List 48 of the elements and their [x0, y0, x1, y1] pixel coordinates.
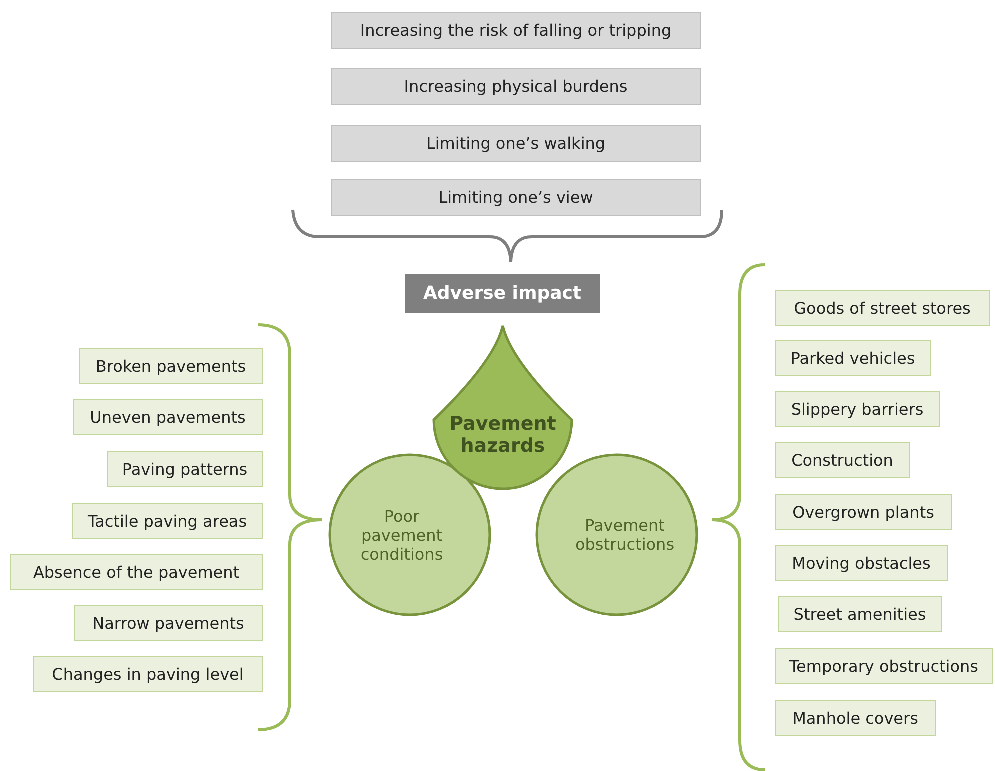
node-label: Parked vehicles: [790, 348, 916, 368]
hazard-box: [775, 494, 952, 530]
node-label: Uneven pavements: [90, 408, 246, 426]
hazard-box: [775, 700, 936, 736]
impact-box: [331, 179, 701, 216]
hazard-box: [775, 290, 990, 326]
hazard-box: [73, 399, 263, 435]
node-label: Moving obstacles: [792, 554, 931, 572]
impact-box: [331, 125, 701, 162]
node-label: Narrow pavements: [92, 614, 244, 632]
hazard-box: [33, 656, 263, 692]
node-label: Manhole covers: [792, 708, 918, 728]
node-label: Overgrown plants: [792, 502, 934, 522]
impact-box: [331, 12, 701, 49]
node-label: Slippery barriers: [791, 400, 924, 418]
category-circle: [535, 453, 699, 617]
hazard-box: [775, 648, 993, 684]
node-label: Goods of street stores: [794, 298, 971, 318]
node-label: Adverse impact: [423, 283, 582, 304]
hazard-box: [775, 391, 940, 427]
node-label: Absence of the pavement: [33, 562, 240, 582]
impact-box: [331, 68, 701, 105]
node-label: Increasing physical burdens: [404, 77, 628, 96]
node-label: Poor pavement conditions: [360, 506, 444, 564]
heading-box: [405, 274, 600, 313]
hazard-box: [79, 348, 263, 384]
hazard-box: [778, 596, 942, 632]
node-label: Street amenities: [794, 604, 926, 624]
node-label: Pavement obstructions: [574, 516, 676, 554]
node-label: Changes in paving level: [52, 664, 244, 684]
drop-shape: [432, 325, 574, 491]
hazard-box: [74, 605, 263, 641]
node-label: Temporary obstructions: [790, 656, 978, 676]
node-label: Construction: [792, 450, 894, 470]
node-label: Paving patterns: [122, 460, 248, 478]
hazard-box: [775, 545, 948, 581]
node-label: Broken pavements: [96, 356, 246, 376]
hazard-box: [107, 451, 263, 487]
node-label: Limiting one’s walking: [426, 134, 606, 153]
category-circle: [328, 453, 492, 617]
hazard-box: [10, 554, 263, 590]
node-label: Limiting one’s view: [438, 188, 594, 207]
hazard-box: [775, 340, 931, 376]
hazard-box: [775, 442, 910, 478]
node-label: Pavement hazards: [448, 413, 558, 457]
hazard-box: [72, 503, 263, 539]
node-label: Tactile paving areas: [88, 512, 248, 530]
node-label: Increasing the risk of falling or tripping: [360, 21, 672, 40]
